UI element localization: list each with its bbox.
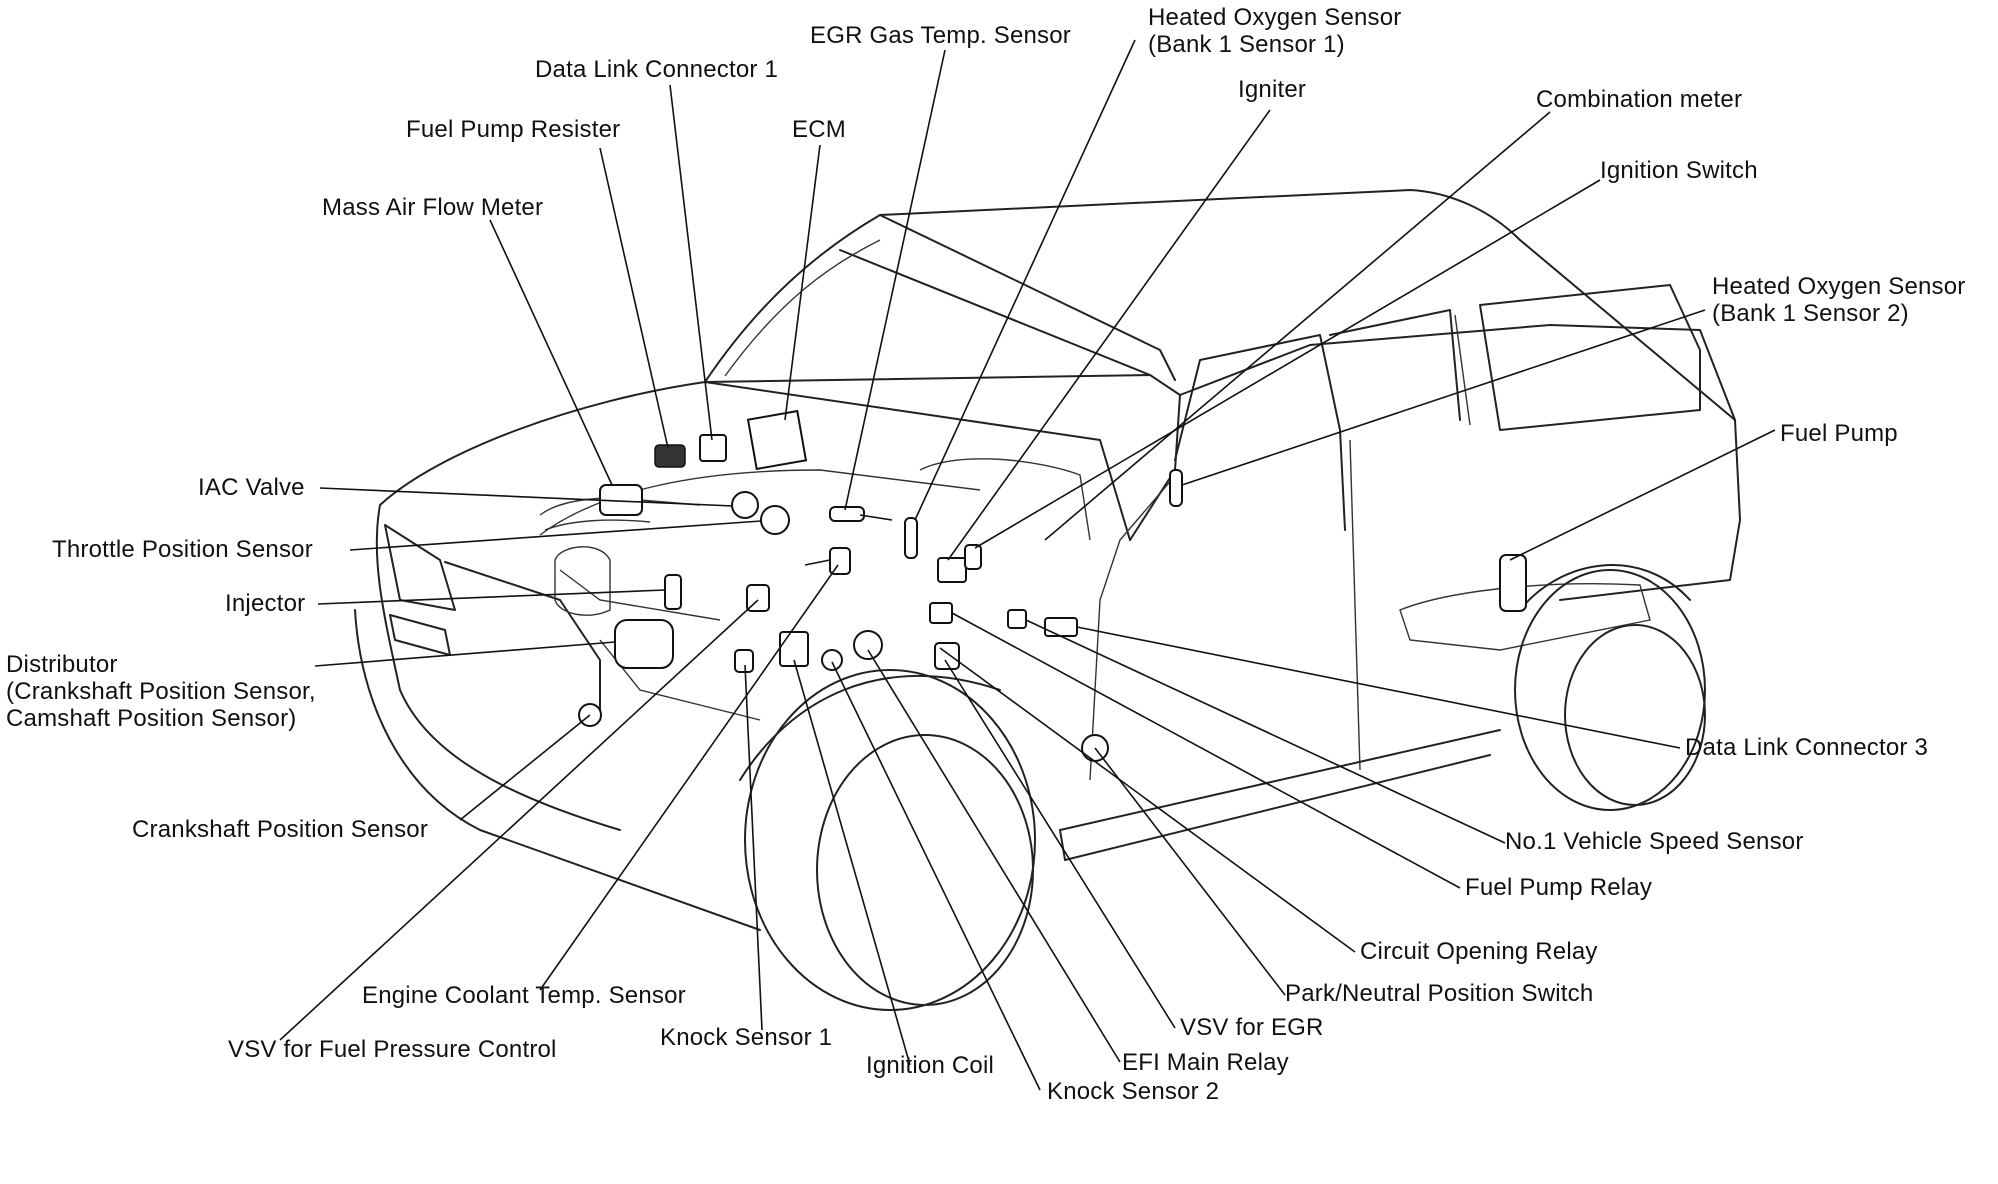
data-link-connector-3-part	[1044, 617, 1078, 637]
label-circuit-opening-relay: Circuit Opening Relay	[1360, 938, 1598, 965]
label-knock-sensor-2: Knock Sensor 2	[1047, 1078, 1220, 1105]
label-efi-main-relay: EFI Main Relay	[1122, 1049, 1289, 1076]
label-data-link-connector-3: Data Link Connector 3	[1685, 734, 1929, 761]
label-ecm: ECM	[792, 116, 846, 143]
label-combination-meter: Combination meter	[1536, 86, 1743, 113]
egr-gas-temp-sensor-part	[829, 506, 865, 522]
label-heated-oxygen-sensor-b1s1: Heated Oxygen Sensor	[1148, 4, 1402, 31]
label-vsv-for-egr: VSV for EGR	[1180, 1014, 1324, 1041]
label-engine-coolant-temp-sensor: Engine Coolant Temp. Sensor	[362, 982, 686, 1009]
ignition-switch-part	[964, 544, 982, 570]
label-iac-valve: IAC Valve	[198, 474, 305, 501]
ecm-unit	[746, 409, 808, 471]
injector-part	[664, 574, 682, 610]
label-no1-vehicle-speed-sensor: No.1 Vehicle Speed Sensor	[1505, 828, 1804, 855]
label-vsv-for-fuel-pressure-control: VSV for Fuel Pressure Control	[228, 1036, 557, 1063]
igniter-part	[937, 557, 967, 583]
vehicle-speed-sensor-part	[1007, 609, 1027, 629]
label-heated-oxygen-sensor-b1s2-sub: (Bank 1 Sensor 2)	[1712, 300, 1909, 327]
fuel-pump-part	[1499, 554, 1527, 612]
label-fuel-pump-resister: Fuel Pump Resister	[406, 116, 621, 143]
label-distributor-sub1: (Crankshaft Position Sensor,	[6, 678, 316, 705]
label-distributor: Distributor	[6, 651, 118, 678]
label-data-link-connector-1: Data Link Connector 1	[535, 56, 779, 83]
engine-coolant-temp-part	[829, 547, 851, 575]
heated-oxygen-sensor-1-part	[904, 517, 918, 559]
circuit-opening-relay-part	[929, 602, 953, 624]
label-throttle-position-sensor: Throttle Position Sensor	[52, 536, 313, 563]
label-mass-air-flow-meter: Mass Air Flow Meter	[322, 194, 544, 221]
knock-sensor-1-part	[734, 649, 754, 673]
fuel-pump-resister-part	[654, 444, 686, 468]
leader-lines	[279, 39, 1776, 1091]
iac-valve-part	[731, 491, 759, 519]
label-injector: Injector	[225, 590, 306, 617]
vsv-for-egr-part	[934, 642, 960, 670]
label-crankshaft-position-sensor: Crankshaft Position Sensor	[132, 816, 429, 843]
components	[578, 409, 1527, 762]
heated-oxygen-sensor-2-part	[1169, 469, 1183, 507]
knock-sensor-2-part	[821, 649, 843, 671]
label-fuel-pump-relay: Fuel Pump Relay	[1465, 874, 1653, 901]
distributor-part	[614, 619, 674, 669]
label-park-neutral-position-switch: Park/Neutral Position Switch	[1285, 980, 1594, 1007]
label-ignition-coil: Ignition Coil	[866, 1052, 995, 1079]
label-fuel-pump: Fuel Pump	[1780, 420, 1898, 447]
label-distributor-sub2: Camshaft Position Sensor)	[6, 705, 297, 732]
throttle-position-sensor-part	[760, 505, 790, 535]
label-egr-gas-temp-sensor: EGR Gas Temp. Sensor	[810, 22, 1071, 49]
label-heated-oxygen-sensor-b1s2: Heated Oxygen Sensor	[1712, 273, 1966, 300]
data-link-connector-1-part	[699, 434, 727, 462]
label-knock-sensor-1: Knock Sensor 1	[660, 1024, 833, 1051]
label-heated-oxygen-sensor-b1s1-sub: (Bank 1 Sensor 1)	[1148, 31, 1345, 58]
label-ignition-switch: Ignition Switch	[1600, 157, 1758, 184]
efi-main-relay-part	[853, 630, 883, 660]
label-igniter: Igniter	[1238, 76, 1307, 103]
